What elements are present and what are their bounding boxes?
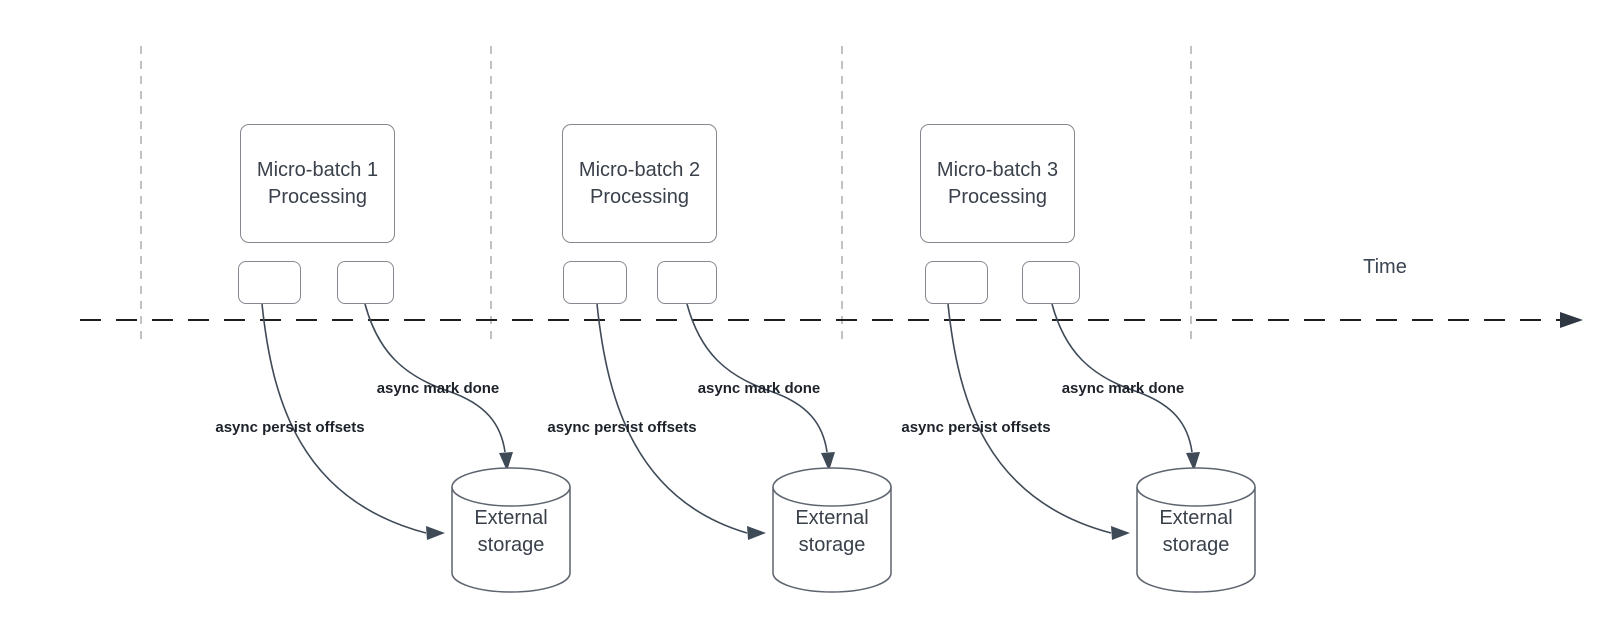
offset-task-box-2 — [563, 261, 627, 304]
mark-done-label-2: async mark done — [697, 380, 821, 397]
storage-cylinder-3-body — [1136, 487, 1256, 593]
markdone-task-box-1 — [337, 261, 394, 304]
persist-offsets-label-3: async persist offsets — [901, 419, 1051, 436]
storage-cylinder-1-top — [451, 467, 571, 507]
storage-cylinder-1 — [451, 467, 571, 593]
time-axis-arrowhead — [1560, 312, 1583, 328]
time-axis-label: Time — [1363, 256, 1407, 278]
storage-cylinder-3-top — [1136, 467, 1256, 507]
storage-cylinder-3 — [1136, 467, 1256, 593]
persist-offsets-arrowhead-2 — [747, 526, 766, 540]
storage-cylinder-2 — [772, 467, 892, 593]
processing-box-2-title: Micro-batch 2 Processing — [578, 158, 701, 208]
persist-offsets-label-1: async persist offsets — [215, 419, 365, 436]
mark-done-connector-1 — [364, 303, 506, 453]
offset-task-box-3 — [925, 261, 988, 304]
offset-task-box-1 — [238, 261, 301, 304]
storage-cylinder-2-body — [772, 487, 892, 593]
mark-done-connector-3 — [1051, 303, 1193, 453]
persist-offsets-connector-3 — [947, 303, 1112, 534]
markdone-task-box-3 — [1022, 261, 1080, 304]
processing-box-2: Micro-batch 2 Processing — [562, 124, 717, 243]
storage-cylinder-2-top — [772, 467, 892, 507]
mark-done-arrowhead-1 — [499, 452, 513, 471]
persist-offsets-arrowhead-1 — [426, 526, 445, 540]
mark-done-label-3: async mark done — [1061, 380, 1185, 397]
mark-done-connector-2 — [686, 303, 828, 453]
storage-label-3: External storage — [1159, 507, 1233, 556]
persist-offsets-label-2: async persist offsets — [547, 419, 697, 436]
processing-box-1: Micro-batch 1 Processing — [240, 124, 395, 243]
mark-done-label-1: async mark done — [376, 380, 500, 397]
persist-offsets-connector-1 — [261, 303, 427, 534]
persist-offsets-connector-2 — [596, 303, 748, 534]
storage-label-2: External storage — [795, 507, 869, 556]
mark-done-arrowhead-2 — [821, 452, 835, 471]
processing-box-3: Micro-batch 3 Processing — [920, 124, 1075, 243]
processing-box-3-title: Micro-batch 3 Processing — [936, 158, 1059, 208]
processing-box-1-title: Micro-batch 1 Processing — [256, 158, 379, 208]
storage-cylinder-1-body — [451, 487, 571, 593]
mark-done-arrowhead-3 — [1186, 452, 1200, 471]
persist-offsets-arrowhead-3 — [1111, 526, 1130, 540]
storage-label-1: External storage — [474, 507, 548, 556]
markdone-task-box-2 — [657, 261, 717, 304]
